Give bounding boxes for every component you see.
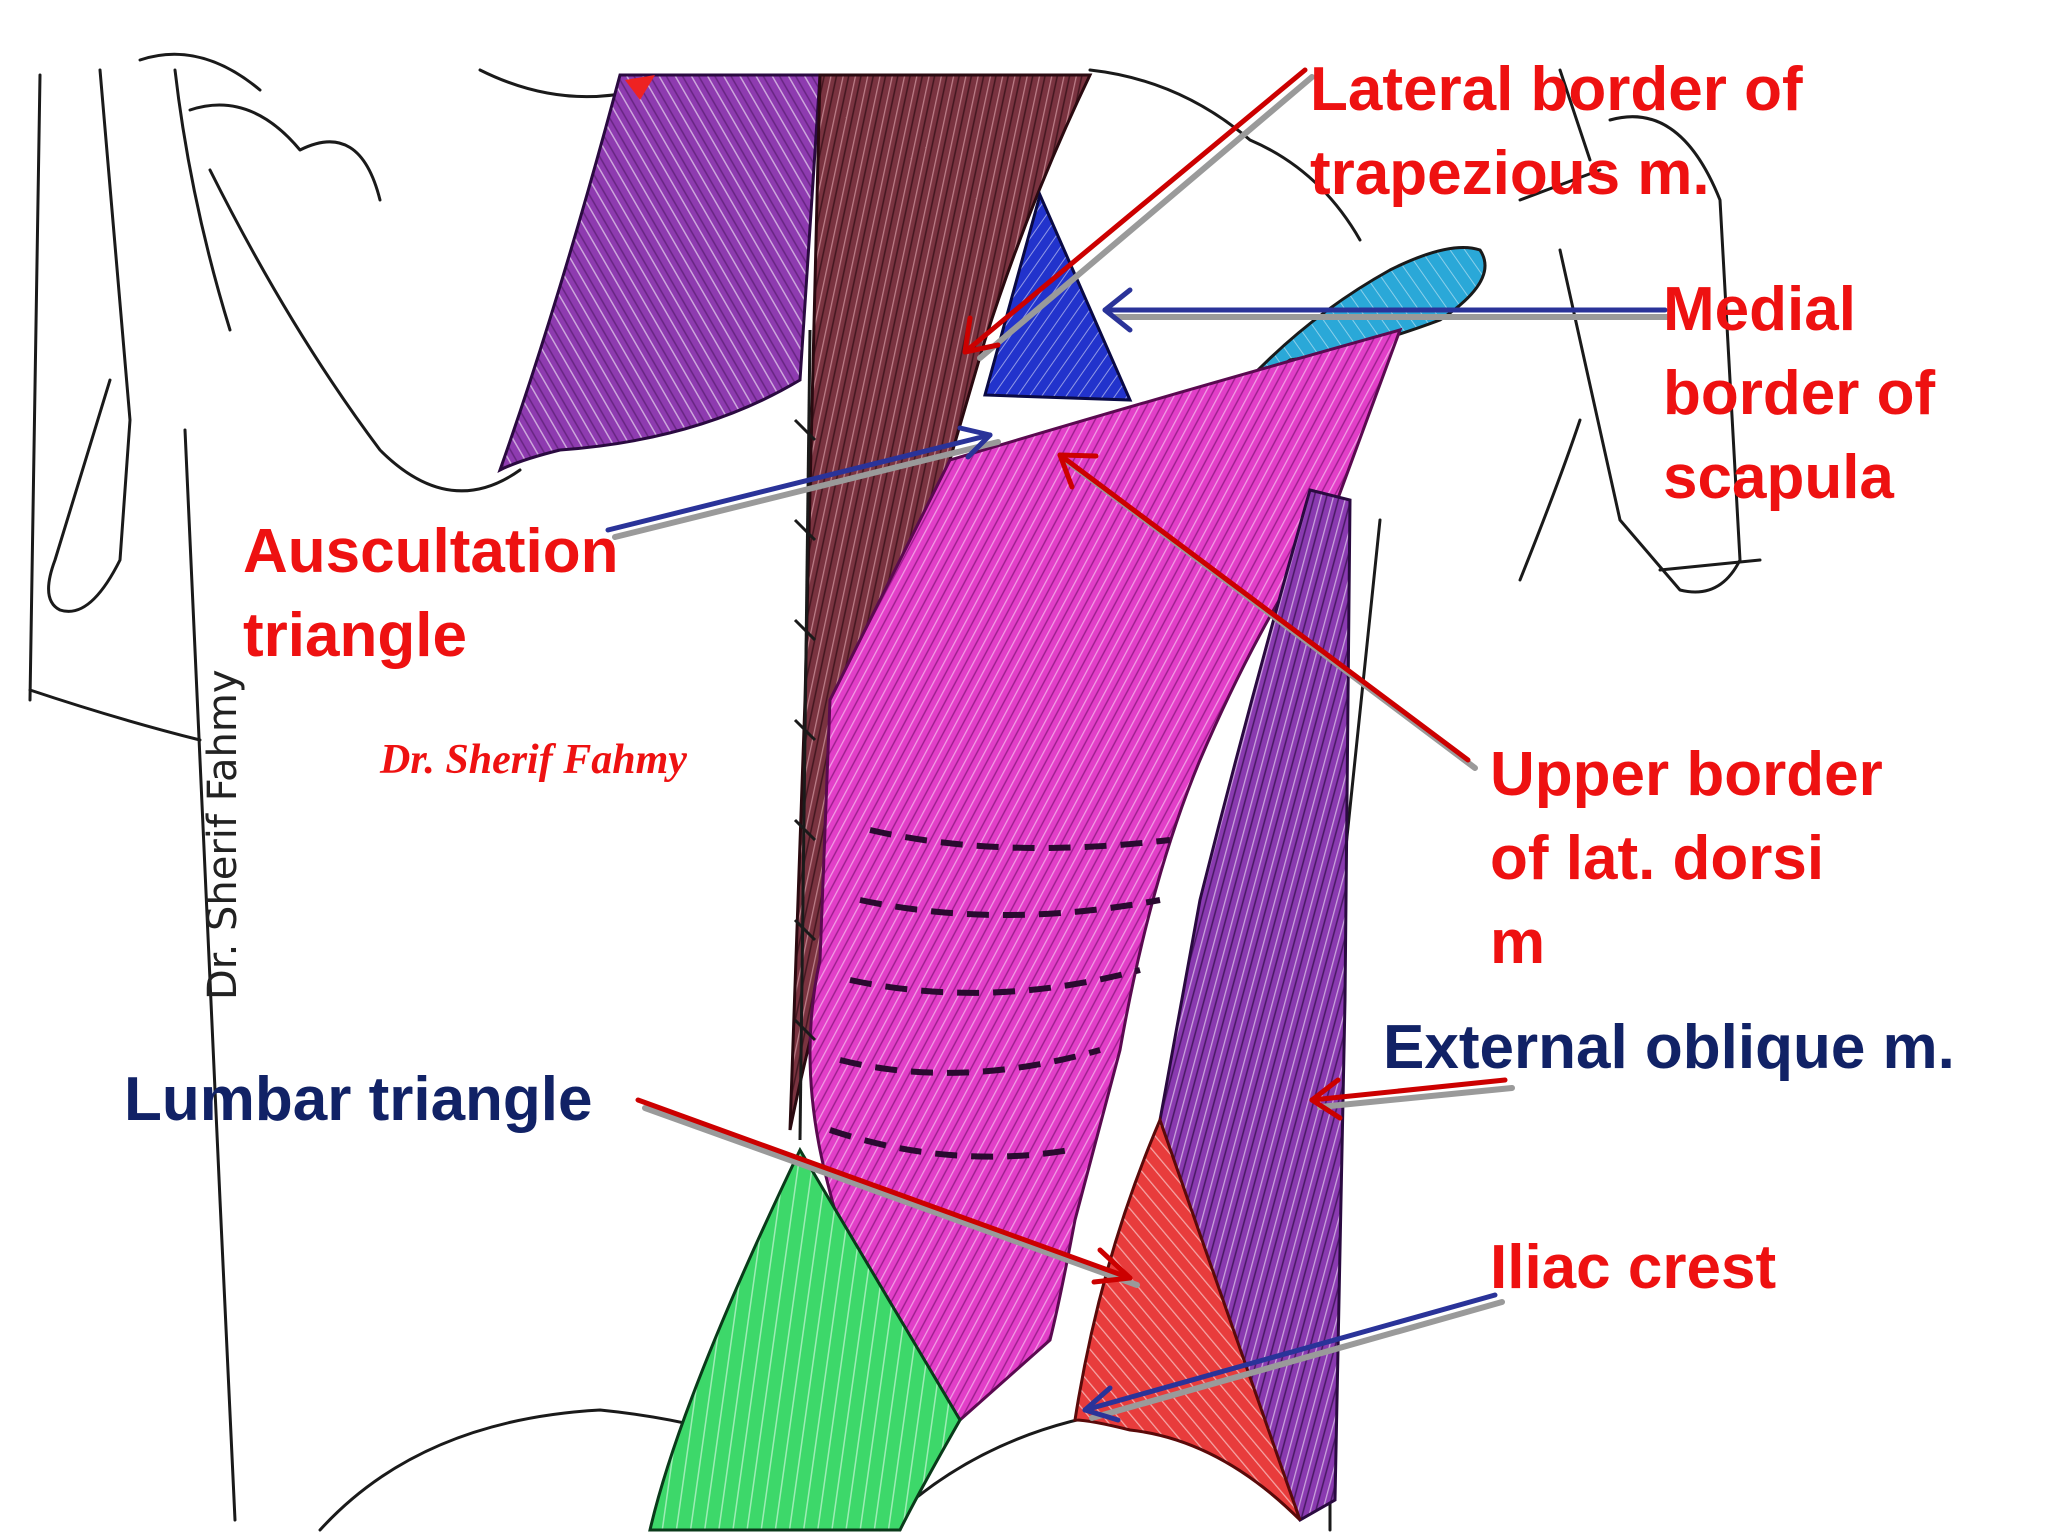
label-lumbar-triangle: Lumbar triangle: [124, 1065, 593, 1134]
label-medial-border-scapula: Medial border of scapula: [1663, 268, 1935, 520]
label-line: Medial: [1663, 275, 1856, 344]
signature-text: Dr. Sherif Fahmy: [380, 737, 687, 783]
neck-accent: [625, 75, 655, 100]
label-line: trapezious m.: [1310, 139, 1710, 208]
label-external-oblique: External oblique m.: [1383, 1013, 1955, 1082]
label-upper-border-lat-dorsi: Upper border of lat. dorsi m: [1490, 733, 1883, 985]
label-iliac-crest: Iliac crest: [1490, 1233, 1777, 1302]
label-line: scapula: [1663, 443, 1894, 512]
label-line: triangle: [243, 601, 467, 670]
label-line: Lateral border of: [1310, 55, 1803, 124]
aponeurosis-dashes: [829, 827, 1171, 1160]
annotation-arrows: [605, 67, 1673, 1423]
label-lateral-border-trapezius: Lateral border of trapezious m.: [1310, 48, 1803, 216]
auscultation-triangle-shape: [983, 190, 1133, 402]
label-line: border of: [1663, 359, 1936, 428]
label-line: of lat. dorsi: [1490, 824, 1825, 893]
rhomboid-muscle-left: [497, 73, 822, 474]
label-line: Auscultation: [243, 517, 619, 586]
label-line: Upper border: [1490, 740, 1883, 809]
label-auscultation-triangle: Auscultation triangle: [243, 510, 618, 678]
gluteal-muscle: [648, 1146, 962, 1532]
handwritten-signature: Dr. Sherif Fahmy: [200, 669, 246, 1000]
spine-marks: [793, 329, 817, 1141]
lumbar-triangle-shape: [1073, 1115, 1302, 1522]
label-line: m: [1490, 908, 1546, 977]
